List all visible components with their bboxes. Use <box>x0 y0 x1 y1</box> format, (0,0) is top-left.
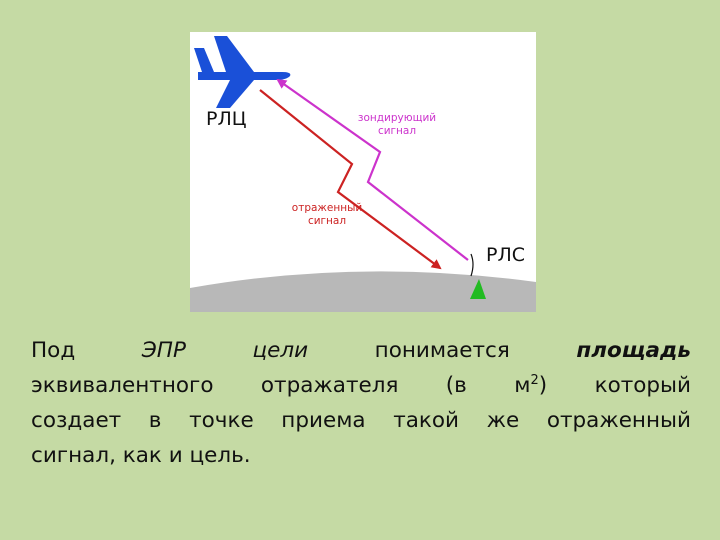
line2-part-b: ) который <box>538 373 691 398</box>
aircraft-icon <box>194 36 291 108</box>
line2-superscript: 2 <box>530 373 539 388</box>
radar-label: РЛС <box>486 244 526 266</box>
word-means: понимается <box>374 338 510 363</box>
definition-paragraph: Под ЭПР цели понимается площадь эквивале… <box>31 333 691 473</box>
probe-signal-label: зондирующий сигнал <box>342 112 452 138</box>
radar-diagram: РЛЦ РЛС зондирующий сигнал отраженный си… <box>190 32 536 312</box>
ground-surface <box>190 271 536 312</box>
diagram-graphic <box>190 36 536 312</box>
word-target: цели <box>252 338 309 363</box>
word-pod: Под <box>31 338 76 363</box>
reflected-signal-label-line1: отраженный <box>291 202 363 214</box>
radar-station-icon <box>470 279 486 299</box>
aircraft-label: РЛЦ <box>206 108 247 130</box>
probe-signal-line <box>276 78 469 261</box>
probe-signal-label-line2: сигнал <box>377 125 417 137</box>
reflected-signal-line <box>259 89 442 270</box>
probe-signal-label-line1: зондирующий <box>357 112 437 124</box>
reflected-signal-label-line2: сигнал <box>307 215 347 227</box>
word-area: площадь <box>576 338 691 363</box>
paragraph-line-4: сигнал, как и цель. <box>31 443 251 468</box>
reflected-signal-label: отраженный сигнал <box>282 202 372 228</box>
paragraph-line-2: эквивалентного отражателя (в м2) который <box>31 368 691 403</box>
word-epr: ЭПР <box>141 338 186 363</box>
radar-beam-arc <box>470 253 474 277</box>
paragraph-line-1: Под ЭПР цели понимается площадь <box>31 333 691 368</box>
paragraph-line-3: создает в точке приема такой же отраженн… <box>31 408 691 433</box>
line2-part-a: эквивалентного отражателя (в м <box>31 373 531 398</box>
